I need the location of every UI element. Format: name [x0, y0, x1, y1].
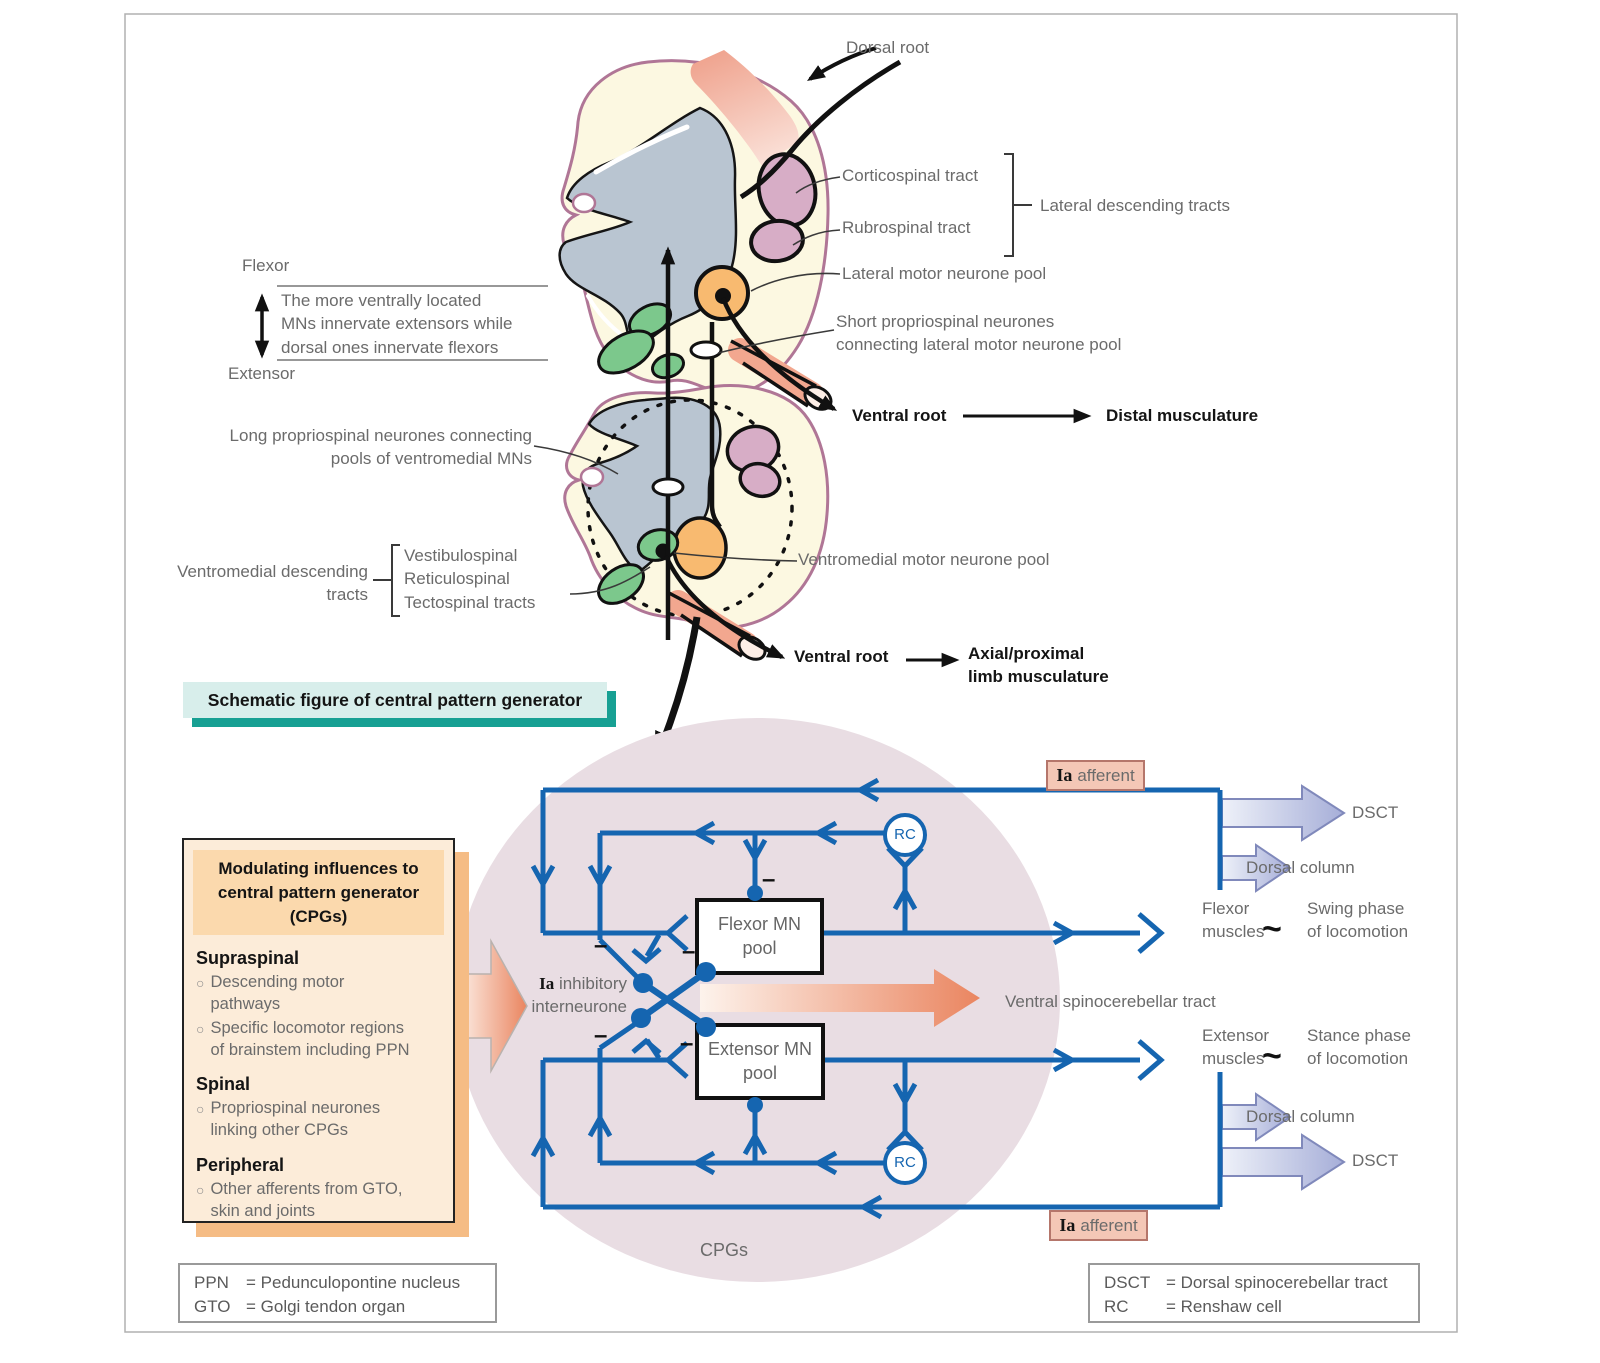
dsct-arrow-bottom [1221, 1133, 1346, 1191]
inhibitory-minus: – [594, 932, 608, 959]
renshaw-cell-label-bottom: RC [894, 1154, 916, 1171]
list-item: ○ Propriospinal neurones linking other C… [196, 1098, 443, 1142]
flexor-extensor-note [254, 285, 548, 361]
dsct-label-bottom: DSCT [1352, 1151, 1399, 1170]
list-item: ○ Specific locomotor regions of brainste… [196, 1018, 443, 1062]
schematic-title-box: Schematic figure of central pattern gene… [183, 682, 607, 718]
legend-right-box: DSCT= Dorsal spinocerebellar tract RC= R… [1088, 1263, 1420, 1323]
dorsal-root-band [690, 50, 799, 166]
interneurone-dots [631, 885, 763, 1113]
figure-frame [124, 13, 1458, 1333]
ventral-root-upper-label: Ventral root [852, 406, 947, 425]
spinal-heading: Spinal [196, 1074, 251, 1095]
modulating-influences-arrow [454, 938, 528, 1074]
ventromedial-tract-list: Vestibulospinal Reticulospinal Tectospin… [404, 546, 536, 612]
mn-location-note: The more ventrally located MNs innervate… [281, 291, 513, 357]
renshaw-cell-bottom [883, 1141, 927, 1185]
rubrospinal-tract-oval [749, 218, 805, 264]
renshaw-cell-label-top: RC [894, 826, 916, 843]
peripheral-heading: Peripheral [196, 1154, 285, 1175]
stance-phase-label: Stance phase of locomotion [1307, 1026, 1411, 1069]
flexor-mn-pool-label: Flexor MN pool [717, 914, 801, 958]
reciprocal-inhibition-cross-1 [641, 980, 708, 1029]
dsct-arrow-top [1221, 784, 1346, 842]
list-item: ○ Other afferents from GTO, skin and joi… [196, 1179, 443, 1223]
synapse-forks [631, 846, 1165, 1152]
dorsal-root-label: Dorsal root [846, 38, 930, 57]
vsct-arrow [700, 969, 980, 1027]
flexor-label: Flexor [242, 256, 290, 275]
ventromedial-descending-label: Ventromedial descending tracts [177, 562, 368, 605]
ascending-tract-arrows [1221, 784, 1346, 1191]
swing-phase-label: Swing phase of locomotion [1307, 899, 1409, 942]
distal-musculature-label: Distal musculature [1106, 406, 1259, 425]
supraspinal-heading: Supraspinal [196, 948, 300, 969]
extensor-mn-pool-box [695, 1023, 825, 1100]
inhibitory-minus: – [682, 938, 696, 965]
legend-row: DSCT= Dorsal spinocerebellar tract [1104, 1273, 1388, 1292]
rubrospinal-label: Rubrospinal tract [842, 218, 971, 237]
modulating-box-title: Modulating influences to central pattern… [193, 850, 444, 936]
dorsal-column-arrow-top [1221, 843, 1292, 893]
cpg-dashed-boundary [586, 398, 794, 618]
bullet-icon: ○ [196, 1101, 205, 1118]
ia-inhibitory-interneurone-label: Ia inhibitory interneurone [531, 974, 627, 1017]
tilde-icon: ~ [1262, 910, 1282, 948]
legend-row: RC= Renshaw cell [1104, 1297, 1282, 1317]
corticospinal-label: Corticospinal tract [842, 166, 979, 185]
cpgs-label: CPGs [700, 1240, 749, 1260]
flexor-muscles-label: Flexor muscles [1202, 899, 1265, 942]
cpg-circuit-lines [540, 787, 1223, 1210]
bullet-icon: ○ [196, 1020, 205, 1037]
motor-axon-lower [663, 555, 786, 660]
dorsal-root-afferent-fibre [739, 59, 902, 200]
ventral-root-lower-label: Ventral root [794, 647, 889, 666]
extensor-mn-pool-label: Extensor MN pool [707, 1039, 813, 1083]
extensor-muscles-label: Extensor muscles [1202, 1026, 1270, 1069]
cpg-schematic [454, 718, 1346, 1282]
legend-row: PPN= Pedunculopontine nucleus [194, 1273, 461, 1292]
inhibitory-minus: – [680, 1030, 694, 1057]
axial-musculature-label: Axial/proximal limb musculature [968, 644, 1109, 687]
inhibitory-minus: – [762, 866, 776, 893]
dorsal-column-arrow-bottom [1221, 1092, 1292, 1142]
lateral-mn-pool-label: Lateral motor neurone pool [842, 264, 1047, 283]
dorsal-column-label-bottom: Dorsal column [1246, 1107, 1355, 1126]
bullet-icon: ○ [196, 1181, 205, 1198]
renshaw-cell-top [883, 813, 927, 857]
dsct-label-top: DSCT [1352, 803, 1399, 822]
legend-row: GTO= Golgi tendon organ [194, 1297, 406, 1317]
spinal-cord-sections [558, 46, 1092, 763]
flexor-mn-pool-box [695, 898, 824, 975]
legend-left-box: PPN= Pedunculopontine nucleus GTO= Golgi… [178, 1263, 497, 1323]
modulating-influences-box: Modulating influences to central pattern… [182, 838, 455, 1223]
long-propriospinal-label: Long propriospinal neurones connecting p… [229, 426, 532, 469]
label-leader-lines [373, 153, 1032, 617]
tilde-icon: ~ [1262, 1037, 1282, 1075]
dorsal-root-arrow [806, 46, 877, 81]
dorsal-column-label-top: Dorsal column [1246, 858, 1355, 877]
short-propriospinal-label: Short propriospinal neurones connecting … [836, 312, 1122, 355]
short-propriospinal-line [709, 322, 722, 529]
list-item: ○ Descending motor pathways [196, 972, 443, 1016]
flow-chevrons [530, 777, 1078, 1220]
extensor-label: Extensor [228, 364, 296, 383]
inhibitory-minus: – [594, 1022, 608, 1049]
ventromedial-mn-pool-label: Ventromedial motor neurone pool [798, 550, 1050, 569]
lateral-descending-label: Lateral descending tracts [1040, 196, 1230, 215]
motor-axon-upper [720, 297, 838, 411]
bullet-icon: ○ [196, 975, 205, 992]
reciprocal-inhibition-cross-2 [639, 969, 708, 1021]
vsct-label: Ventral spinocerebellar tract [1005, 992, 1216, 1011]
